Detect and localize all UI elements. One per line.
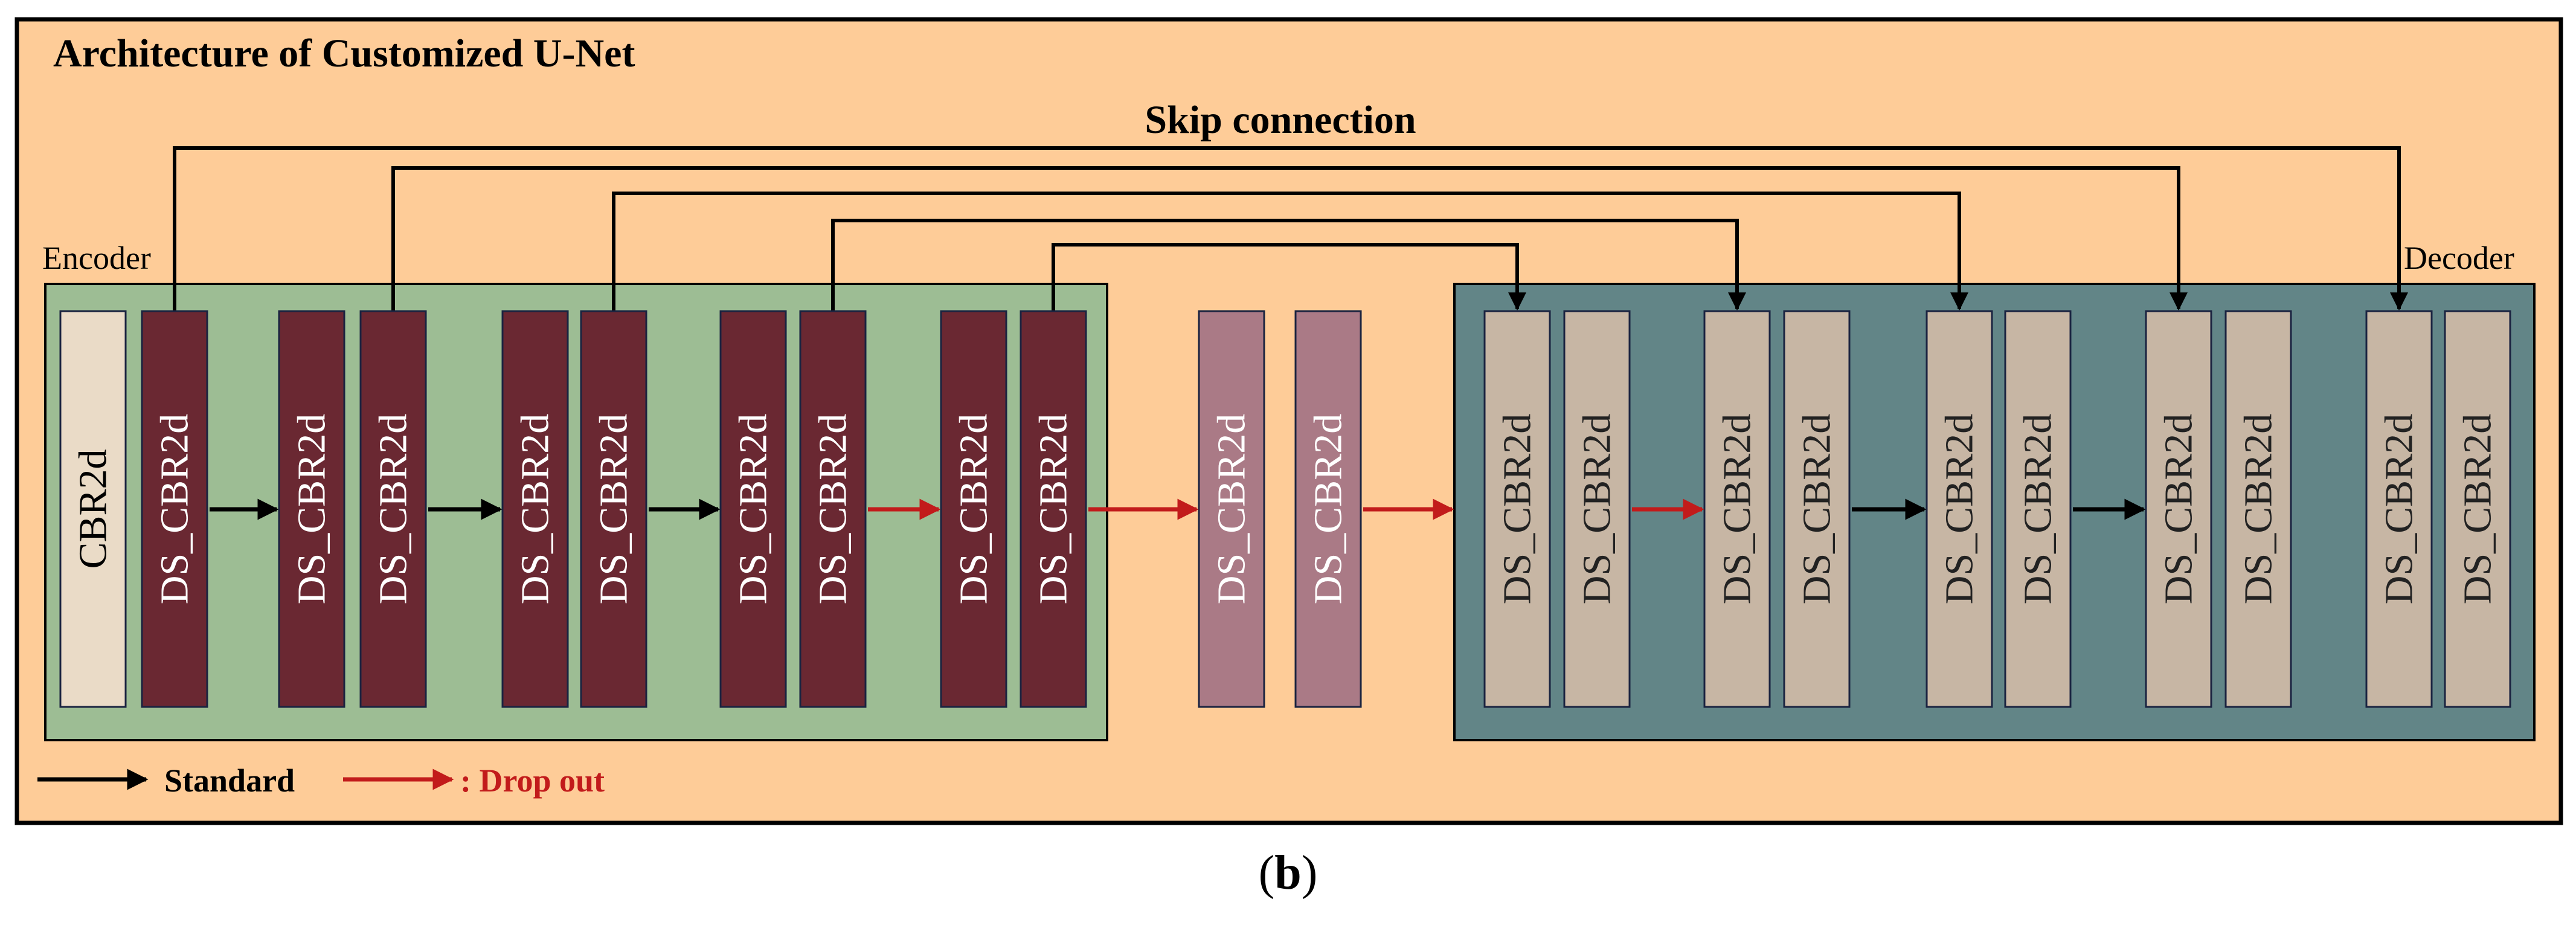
block-bot-1: DS_CBR2d (1198, 310, 1265, 708)
block-dec-1: DS_CBR2d (1483, 310, 1551, 708)
skip-connection-2 (391, 166, 2188, 311)
block-dec-7-label: DS_CBR2d (2157, 414, 2201, 604)
block-enc-4-label: DS_CBR2d (371, 414, 416, 604)
block-dec-8-label: DS_CBR2d (2237, 414, 2281, 604)
block-enc-8-box (799, 310, 867, 708)
caption-close-paren: ) (1301, 846, 1318, 900)
blocks: CBR2d DS_CBR2d DS_CBR2d DS_CBR2d DS_CBR2d DS_… (59, 310, 2511, 708)
skip-connections (173, 146, 2408, 311)
block-dec-5-box (1926, 310, 1993, 708)
block-enc-2: DS_CBR2d (141, 310, 208, 708)
block-enc-3-label: DS_CBR2d (290, 414, 334, 604)
block-dec-8: DS_CBR2d (2224, 310, 2292, 708)
block-enc-5-label: DS_CBR2d (513, 414, 557, 604)
block-dec-2-label: DS_CBR2d (1575, 414, 1619, 604)
block-dec-1-box (1483, 310, 1551, 708)
block-enc-7-box (719, 310, 787, 708)
block-enc-5: DS_CBR2d (501, 310, 569, 708)
block-enc-6: DS_CBR2d (580, 310, 647, 708)
block-dec-4-label: DS_CBR2d (1795, 414, 1839, 604)
block-dec-10: DS_CBR2d (2444, 310, 2511, 708)
block-enc-6-box (580, 310, 647, 708)
block-enc-4-box (359, 310, 427, 708)
block-dec-9-box (2365, 310, 2433, 708)
block-enc-3-box (278, 310, 345, 708)
block-dec-10-box (2444, 310, 2511, 708)
block-enc-6-label: DS_CBR2d (592, 414, 636, 604)
block-dec-4: DS_CBR2d (1783, 310, 1851, 708)
block-enc-7-label: DS_CBR2d (731, 414, 776, 604)
block-enc-9: DS_CBR2d (940, 310, 1007, 708)
block-dec-5: DS_CBR2d (1926, 310, 1993, 708)
block-dec-4-box (1783, 310, 1851, 708)
block-bot-1-box (1198, 310, 1265, 708)
skip-connection-3 (612, 192, 1968, 311)
encoder-label: Encoder (42, 240, 151, 276)
skip-connection-5 (1052, 243, 1526, 311)
block-dec-6-label: DS_CBR2d (2016, 414, 2060, 604)
block-dec-6: DS_CBR2d (2004, 310, 2072, 708)
caption-open-paren: ( (1258, 846, 1275, 900)
block-enc-9-label: DS_CBR2d (952, 414, 996, 604)
block-enc-10: DS_CBR2d (1020, 310, 1087, 708)
block-dec-7: DS_CBR2d (2145, 310, 2212, 708)
block-enc-1-label: CBR2d (71, 449, 115, 569)
block-bot-2: DS_CBR2d (1294, 310, 1362, 708)
block-bot-2-box (1294, 310, 1362, 708)
block-dec-9-label: DS_CBR2d (2377, 414, 2421, 604)
skip-connection-1 (173, 146, 2408, 311)
block-enc-10-box (1020, 310, 1087, 708)
caption-letter: b (1274, 846, 1302, 900)
legend-dropout-label: : Drop out (460, 762, 605, 799)
skip-connection-4 (831, 219, 1746, 311)
legend-standard-label: Standard (164, 762, 295, 799)
diagram-title: Architecture of Customized U-Net (53, 31, 635, 76)
block-enc-2-box (141, 310, 208, 708)
figure-caption: (b) (0, 846, 2576, 901)
block-dec-2-box (1563, 310, 1631, 708)
block-dec-5-label: DS_CBR2d (1938, 414, 1982, 604)
block-enc-1: CBR2d (59, 310, 127, 708)
block-dec-3-label: DS_CBR2d (1715, 414, 1759, 604)
block-enc-8: DS_CBR2d (799, 310, 867, 708)
block-dec-3-box (1703, 310, 1771, 708)
block-dec-3: DS_CBR2d (1703, 310, 1771, 708)
block-dec-7-box (2145, 310, 2212, 708)
block-enc-4: DS_CBR2d (359, 310, 427, 708)
block-enc-9-box (940, 310, 1007, 708)
block-bot-2-label: DS_CBR2d (1306, 414, 1351, 604)
block-dec-2: DS_CBR2d (1563, 310, 1631, 708)
block-enc-5-box (501, 310, 569, 708)
block-dec-10-label: DS_CBR2d (2456, 414, 2500, 604)
decoder-panel (1453, 283, 2536, 741)
block-enc-3: DS_CBR2d (278, 310, 345, 708)
block-enc-2-label: DS_CBR2d (153, 414, 197, 604)
block-dec-1-label: DS_CBR2d (1495, 414, 1540, 604)
skip-connection-label: Skip connection (1145, 98, 1416, 142)
block-enc-7: DS_CBR2d (719, 310, 787, 708)
block-enc-1-box (59, 310, 127, 708)
block-dec-6-box (2004, 310, 2072, 708)
block-dec-9: DS_CBR2d (2365, 310, 2433, 708)
block-enc-10-label: DS_CBR2d (1032, 414, 1076, 604)
legend: Standard : Drop out (37, 762, 605, 799)
block-enc-8-label: DS_CBR2d (811, 414, 855, 604)
block-dec-8-box (2224, 310, 2292, 708)
block-bot-1-label: DS_CBR2d (1210, 414, 1254, 604)
decoder-label: Decoder (2404, 240, 2514, 276)
